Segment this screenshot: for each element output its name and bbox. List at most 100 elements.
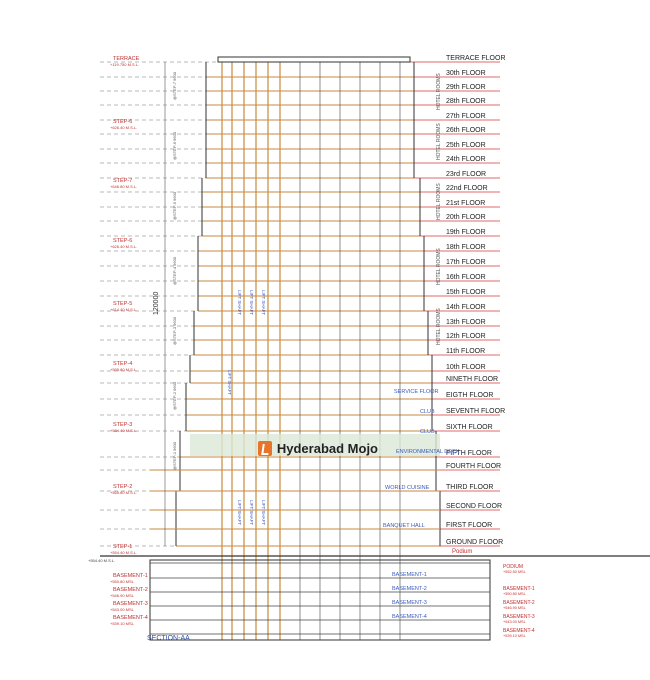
step-name-label: STEP-6 [113,119,132,125]
environmental-deck-label: ENVIRONMENTAL DECK [396,449,460,455]
basement-label: BASEMENT-4 [392,614,427,620]
floor-label: NINETH FLOOR [446,376,498,383]
hotel-rooms-label: HOTEL ROOMS [436,73,442,110]
right-basement-name: BASEMENT-1 [503,586,535,592]
step-level-label: +554.40 M.S.L. [110,550,137,555]
step-name-label: TERRACE [113,56,140,62]
step-name-label: BASEMENT-1 [113,573,148,579]
lift-shaft-label: LIFT SHAFT [237,290,242,315]
floor-label: 20th FLOOR [446,214,486,221]
floor-label: FIFTH FLOOR [446,450,492,457]
hotel-rooms-label: HOTEL ROOMS [436,248,442,285]
floor-label: FIRST FLOOR [446,522,492,529]
floor-label: 26th FLOOR [446,127,486,134]
roof-parapet [217,56,411,63]
club-upper-label: CLUB [420,409,435,415]
step-name-label: BASEMENT-2 [113,587,148,593]
floor-label: SIXTH FLOOR [446,424,493,431]
ground-level-label: +554.40 M.S.L. [88,558,115,563]
floor-label: 21st FLOOR [446,200,485,207]
floor-label: 17th FLOOR [446,259,486,266]
step-level-label: +595.80 M.S.L. [110,367,137,372]
floor-label: 30th FLOOR [446,70,486,77]
step-name-label: STEP-1 [113,544,132,550]
step-name-label: STEP-4 [113,361,132,367]
step-height-label: @STEP-3 9600 [172,316,177,345]
step-name-label: STEP-7 [113,178,132,184]
floor-label: 27th FLOOR [446,113,486,120]
step-level-label: +626.40 M.S.L. [110,244,137,249]
logo-icon [258,440,272,456]
right-basement-name: BASEMENT-3 [503,614,535,620]
hotel-rooms-label: HOTEL ROOMS [436,308,442,345]
basement-label: BASEMENT-3 [392,600,427,606]
right-basement-name: BASEMENT-4 [503,628,535,634]
environmental-deck-band [190,434,440,456]
floor-label: 13th FLOOR [446,319,486,326]
right-basement-level: +550.80 MSL [503,592,526,596]
step-name-label: STEP-6 [113,238,132,244]
step-height-label: @STEP-4 9600 [172,256,177,285]
basement-outline [149,559,491,641]
right-basement-name: PODIUM [503,564,523,570]
floor-label: 12th FLOOR [446,333,486,340]
step-height-label: @STEP-1 9600 [172,441,177,470]
step-height-label: @STEP-6 9600 [172,131,177,160]
floor-label: 29th FLOOR [446,84,486,91]
floor-label: 25th FLOOR [446,142,486,149]
basement-label: BASEMENT-1 [392,572,427,578]
step-level-label: +614.40 M.S.L. [110,307,137,312]
right-basement-level: +546.90 MSL [503,606,526,610]
step-name-label: STEP-3 [113,422,132,428]
basement-label: BASEMENT-2 [392,586,427,592]
floor-label: 28th FLOOR [446,98,486,105]
step-level-label: +584.40 M.S.L. [110,428,137,433]
step-height-label: @STEP-5 9600 [172,191,177,220]
floor-label: GROUND FLOOR [446,539,503,546]
watermark-logo: Hyderabad Mojo [258,437,378,459]
right-basement-level: +539.10 MSL [503,634,526,638]
step-name-label: STEP-2 [113,484,132,490]
logo-text: Hyderabad Mojo [276,440,378,456]
step-level-label: +646.80 M.S.L. [110,184,137,189]
step-level-label: +119.750 M.S.L. [110,62,139,67]
hotel-rooms-label: HOTEL ROOMS [436,183,442,220]
floor-label: 19th FLOOR [446,229,486,236]
floor-label: 23rd FLOOR [446,171,486,178]
step-level-label: +539.10 MSL [110,621,135,626]
floor-label: 14th FLOOR [446,304,486,311]
floor-label: 24th FLOOR [446,156,486,163]
step-level-label: +565.80 M.S.L. [110,490,137,495]
floor-label: TERRACE FLOOR [446,55,506,62]
floor-label: 11th FLOOR [446,348,485,355]
lift-shaft-label: LIFT SHAFT [237,500,242,525]
floor-label: 15th FLOOR [446,289,486,296]
service-floor-label: SERVICE FLOOR [394,389,439,395]
step-level-label: +550.80 MSL [110,579,135,584]
step-level-label: +546.90 MSL [110,593,135,598]
step-height-label: @STEP-7 9600 [172,71,177,100]
floor-label: FOURTH FLOOR [446,463,501,470]
step-name-label: STEP-5 [113,301,132,307]
step-name-label: BASEMENT-4 [113,615,148,621]
lift-shaft-label: LIFT SHAFT [249,500,254,525]
floor-label: SECOND FLOOR [446,503,502,510]
floor-label: SEVENTH FLOOR [446,408,505,415]
floor-label: 22nd FLOOR [446,185,488,192]
step-level-label: +543.00 MSL [110,607,135,612]
banquet-hall-label: BANQUET HALL [383,523,425,529]
club-lower-label: CLUB [420,429,435,435]
floor-label: 10th FLOOR [446,364,486,371]
hotel-rooms-label: HOTEL ROOMS [436,123,442,160]
lift-shaft-label: LIFT SHAFT [227,370,232,395]
podium-label: Podium [452,549,472,555]
floor-label: 16th FLOOR [446,274,486,281]
world-cuisine-label: WORLD CUISINE [385,485,430,491]
right-basement-level: +552.50 MSL [503,570,526,574]
step-name-label: BASEMENT-3 [113,601,148,607]
right-basement-level: +543.00 MSL [503,620,526,624]
section-title: SECTION-AA [147,635,190,642]
lift-shaft-label: LIFT SHAFT [261,290,266,315]
